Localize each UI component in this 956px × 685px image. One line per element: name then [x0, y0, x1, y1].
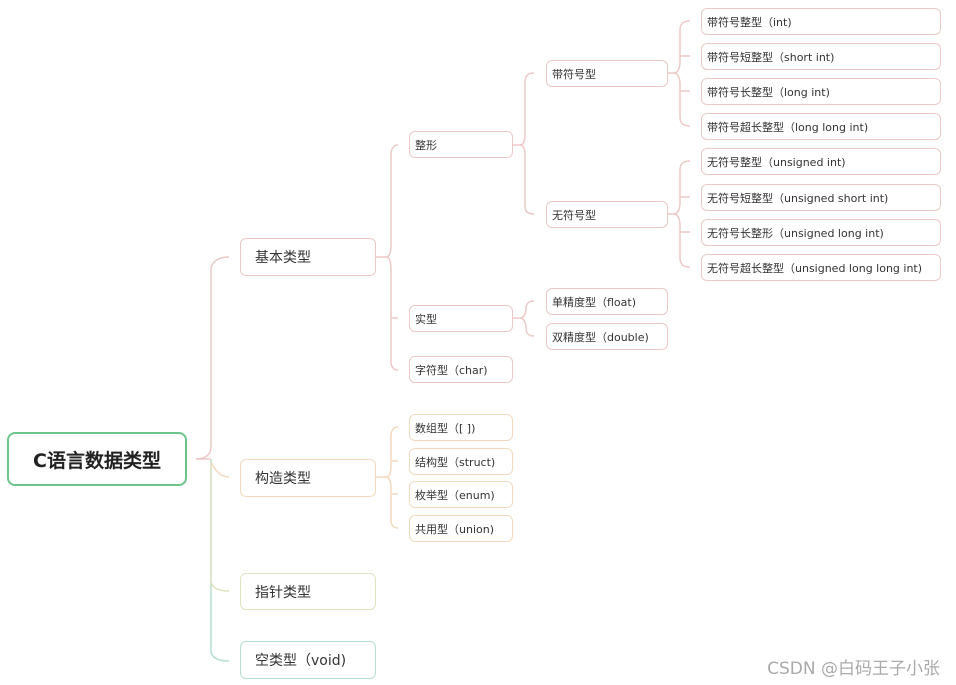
node-enum[interactable]: 枚举型（enum): [409, 481, 513, 508]
node-pointer-type[interactable]: 指针类型: [240, 573, 376, 610]
node-enum-label: 枚举型（enum): [415, 488, 495, 502]
node-union[interactable]: 共用型（union): [409, 515, 513, 542]
node-signed-long-long[interactable]: 带符号超长整型（long long int): [701, 113, 941, 140]
node-void-type-label: 空类型（void): [255, 653, 347, 669]
node-signed-long[interactable]: 带符号长整型（long int): [701, 78, 941, 105]
node-signed-long-label: 带符号长整型（long int): [707, 85, 830, 99]
node-real-label: 实型: [415, 312, 437, 326]
node-unsigned-long-label: 无符号长整形（unsigned long int): [707, 226, 884, 240]
node-double[interactable]: 双精度型（double): [546, 323, 668, 350]
node-unsigned-int-label: 无符号整型（unsigned int): [707, 155, 846, 169]
node-basic-types-label: 基本类型: [255, 250, 311, 266]
node-unsigned-short-label: 无符号短整型（unsigned short int): [707, 191, 889, 205]
node-unsigned-long-long[interactable]: 无符号超长整型（unsigned long long int): [701, 254, 941, 281]
node-float[interactable]: 单精度型（float): [546, 288, 668, 315]
node-array[interactable]: 数组型（[ ]): [409, 414, 513, 441]
node-signed-int-label: 带符号整型（int): [707, 15, 792, 29]
node-unsigned-long-long-label: 无符号超长整型（unsigned long long int): [707, 261, 923, 275]
node-basic-types[interactable]: 基本类型: [240, 238, 376, 276]
node-unsigned-int[interactable]: 无符号整型（unsigned int): [701, 148, 941, 175]
node-struct-label: 结构型（struct): [415, 455, 496, 469]
node-array-label: 数组型（[ ]): [415, 421, 476, 435]
node-void-type[interactable]: 空类型（void): [240, 641, 376, 679]
node-char[interactable]: 字符型（char): [409, 356, 513, 383]
node-pointer-type-label: 指针类型: [255, 584, 311, 601]
node-signed-short-label: 带符号短整型（short int): [707, 50, 835, 64]
node-unsigned[interactable]: 无符号型: [546, 201, 668, 228]
node-integer[interactable]: 整形: [409, 131, 513, 158]
node-unsigned-long[interactable]: 无符号长整形（unsigned long int): [701, 219, 941, 246]
node-union-label: 共用型（union): [415, 522, 494, 536]
node-char-label: 字符型（char): [415, 363, 488, 377]
node-constructed-types-label: 构造类型: [255, 471, 311, 487]
watermark: CSDN @白码王子小张: [767, 659, 940, 679]
node-struct[interactable]: 结构型（struct): [409, 448, 513, 475]
root-node[interactable]: C语言数据类型: [7, 432, 187, 486]
node-integer-label: 整形: [415, 138, 437, 152]
node-float-label: 单精度型（float): [552, 295, 637, 309]
node-constructed-types[interactable]: 构造类型: [240, 459, 376, 497]
node-signed-long-long-label: 带符号超长整型（long long int): [707, 120, 869, 134]
node-signed-int[interactable]: 带符号整型（int): [701, 8, 941, 35]
node-unsigned-label: 无符号型: [552, 208, 596, 222]
node-unsigned-short[interactable]: 无符号短整型（unsigned short int): [701, 184, 941, 211]
node-real[interactable]: 实型: [409, 305, 513, 332]
node-double-label: 双精度型（double): [552, 330, 649, 344]
node-signed-label: 带符号型: [552, 67, 596, 81]
node-signed-short[interactable]: 带符号短整型（short int): [701, 43, 941, 70]
root-label: C语言数据类型: [33, 449, 161, 472]
node-signed[interactable]: 带符号型: [546, 60, 668, 87]
